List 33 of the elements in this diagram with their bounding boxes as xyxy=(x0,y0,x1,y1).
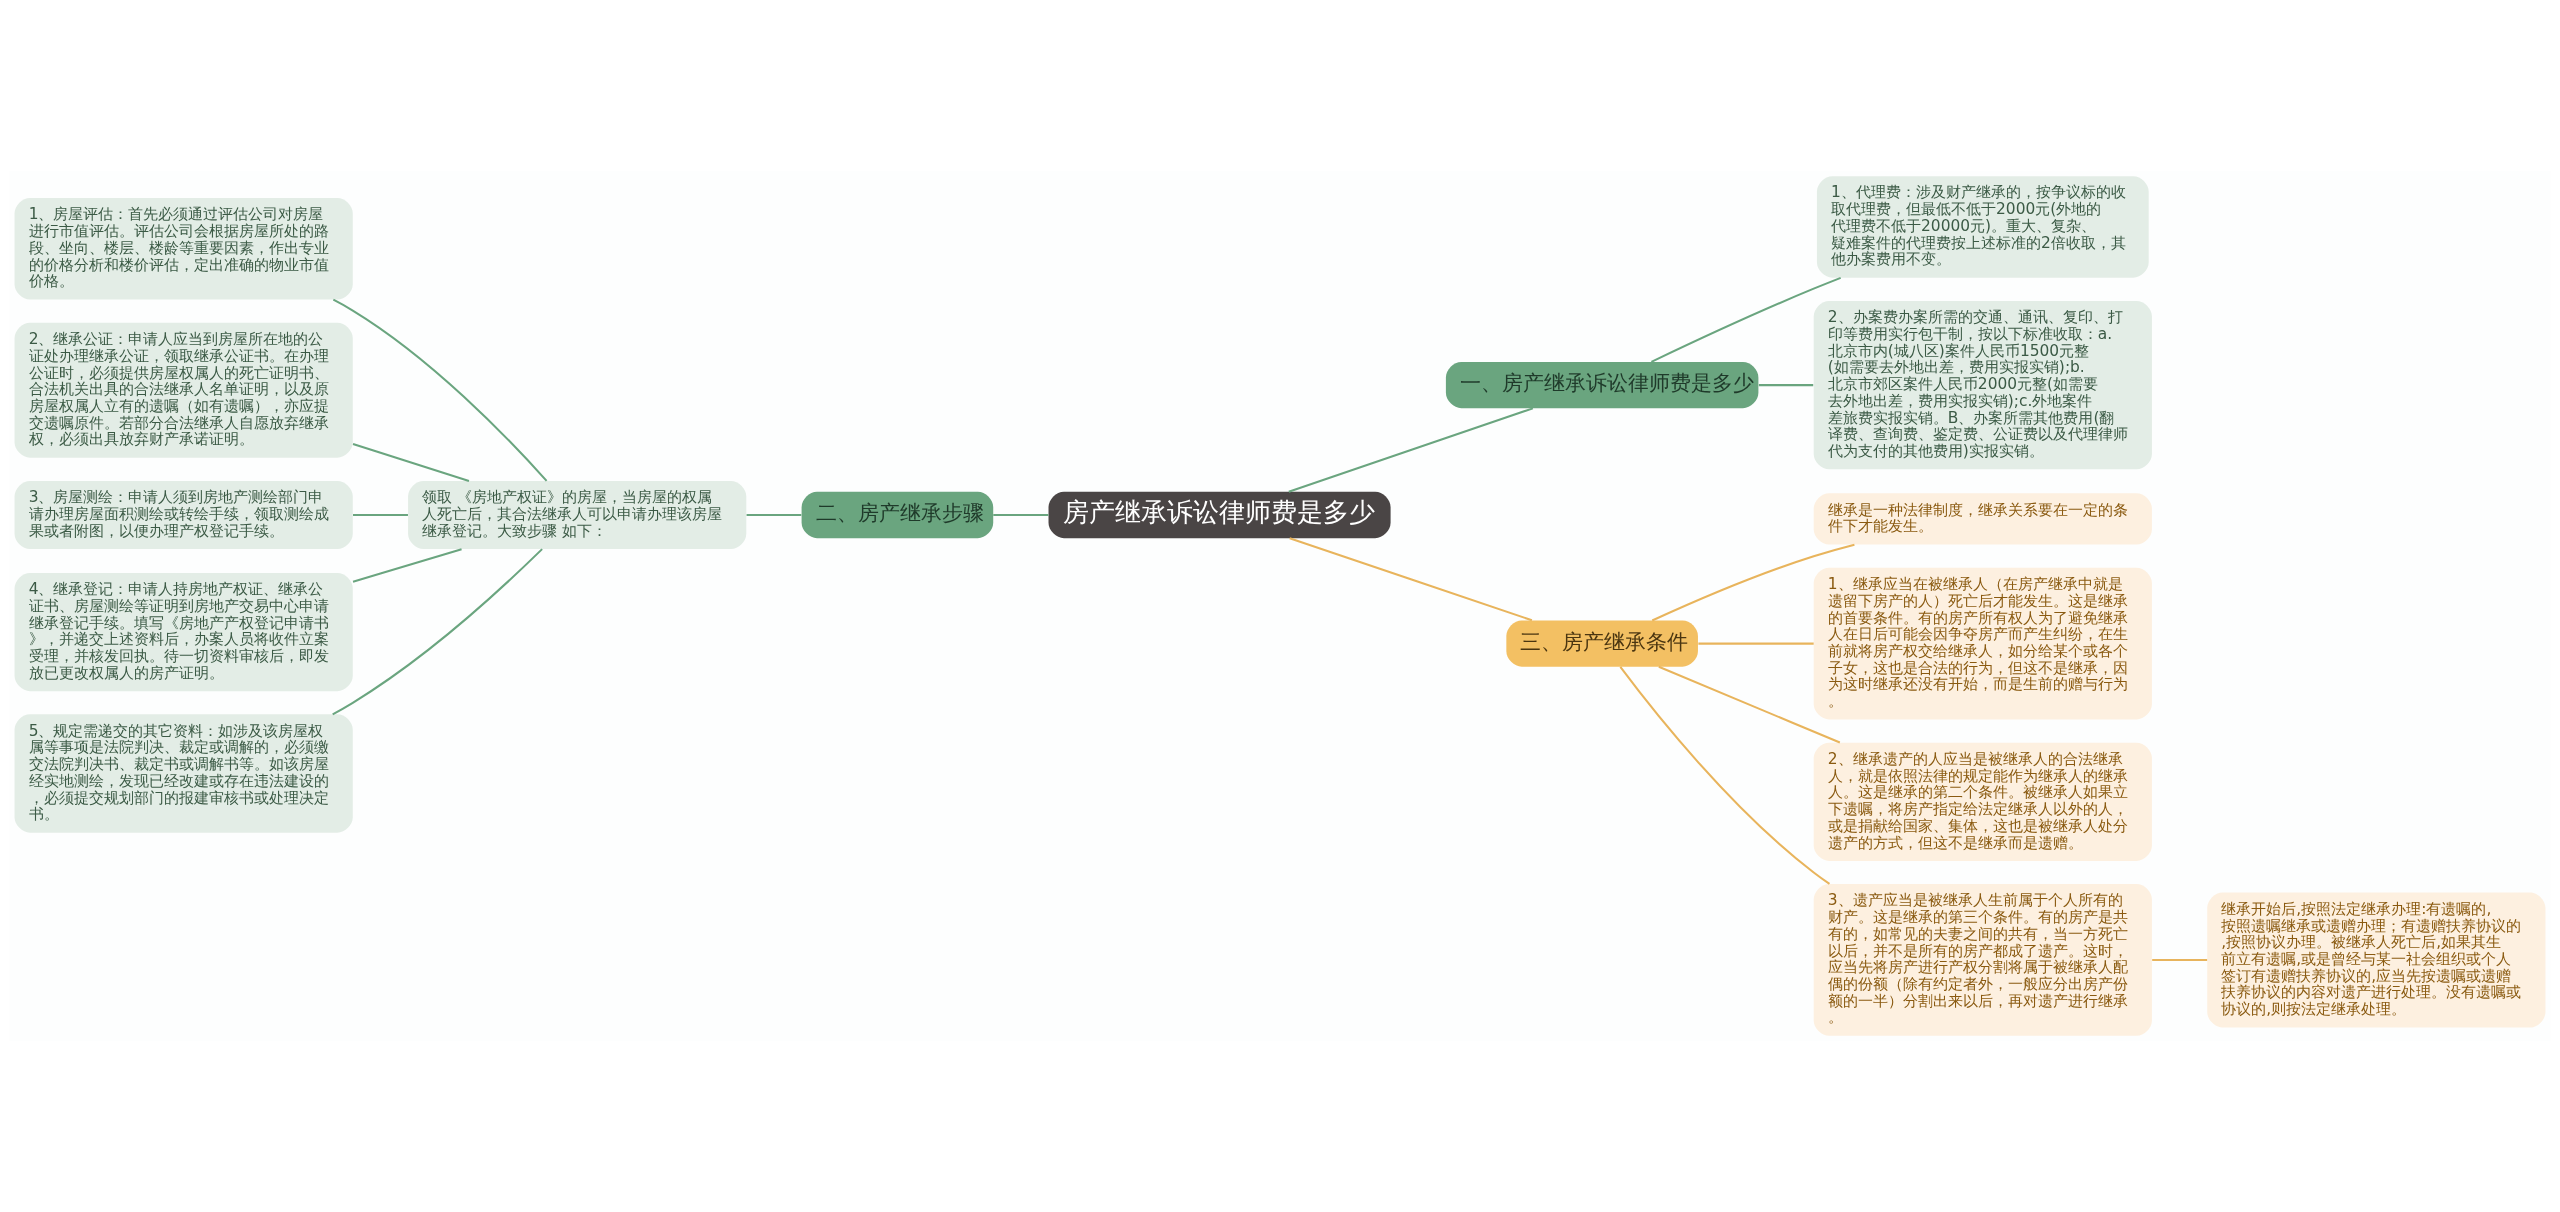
connector xyxy=(1650,276,1842,363)
node-box: 房产继承诉讼律师费是多少 xyxy=(1048,491,1391,539)
node-box: 2、继承遗产的人应当是被继承人的合法继承人，就是依照法律的规定能作为继承人的继承人。这是继承的第二个条件。被继承人如果立下遗嘱，将房产指定给法定继承人以外的人，或是捐献给国家、集体，这也是被继承人处分遗产的方式，但这不是继承而是遗赠。 xyxy=(1813,742,2152,861)
node-box: 领取 《房地产权证》的房屋，当房屋的权属人死亡后，其合法继承人可以申请办理该房屋继承登记。大致步骤 如下： xyxy=(408,480,747,550)
connector xyxy=(1651,543,1855,622)
connector xyxy=(1758,384,1814,387)
connector xyxy=(1619,666,1831,885)
connector xyxy=(1289,537,1533,622)
node-box: 二、房产继承步骤 xyxy=(801,491,994,539)
connector xyxy=(352,548,462,583)
node-box: 继承开始后,按照法定继承办理:有遗嘱的,按照遗嘱继承或遗赠办理；有遗赠扶养协议的,按照协议办理。被继承人死亡后,如果其生前立有遗嘱,或是曾经与某一社会组织或个人签订有遗赠扶养协议的,应当先按遗嘱或遗赠扶养协议的内容对遗产进行处理。没有遗嘱或协议的,则按法定继承处理。 xyxy=(2207,892,2546,1028)
node-box: 5、规定需递交的其它资料：如涉及该房屋权属等事项是法院判决、裁定或调解的，必须缴交法院判决书、裁定书或调解书等。如该房屋经实地测绘，发现已经改建或存在违法建设的，必须提交规划部门的报建审核书或处理决定书。 xyxy=(14,714,353,833)
node-box: 三、房产继承条件 xyxy=(1506,620,1698,667)
connector xyxy=(1288,407,1534,493)
connector xyxy=(746,514,802,517)
connector xyxy=(993,514,1049,517)
connector xyxy=(353,514,408,517)
node-box: 1、房屋评估：首先必须通过评估公司对房屋进行市值评估。评估公司会根据房屋所处的路段、坐向、楼层、楼龄等重要因素，作出专业的价格分析和楼价评估，定出准确的物业市值价格。 xyxy=(14,198,353,300)
node-box: 3、房屋测绘：申请人须到房地产测绘部门申请办理房屋面积测绘或转绘手续，领取测绘成果或者附图，以便办理产权登记手续。 xyxy=(14,480,353,550)
connector xyxy=(1698,642,1814,645)
node-box: 4、继承登记：申请人持房地产权证、继承公证书、房屋测绘等证明到房地产交易中心申请继承登记手续。填写《房地产产权登记申请书》，并递交上述资料后，办案人员将收件立案受理，并核发回执。待一切资料审核后，即发放已更改权属人的房产证明。 xyxy=(14,572,353,692)
node-box: 3、遗产应当是被继承人生前属于个人所有的财产。这是继承的第三个条件。有的房产是共有的，如常见的夫妻之间的共有，当一方死亡以后，并不是所有的房产都成了遗产。这时，应当先将房产进行产权分割将属于被继承人配偶的份额（除有约定者外，一般应分出房产份额的一半）分割出来以后，再对遗产进行继承。 xyxy=(1813,884,2152,1036)
node-box: 1、继承应当在被继承人（在房产继承中就是遗留下房产的人）死亡后才能发生。这是继承的首要条件。有的房产所有权人为了避免继承人在日后可能会因争夺房产而产生纠纷，在生前就将房产权交给继承人，如分给某个或各个子女，这也是合法的行为，但这不是继承，因为这时继承还没有开始，而是生前的赠与行为。 xyxy=(1813,567,2152,720)
node-box: 1、代理费：涉及财产继承的，按争议标的收取代理费，但最低不低于2000元(外地的代理费不低于20000元)。重大、复杂、疑难案件的代理费按上述标准的2倍收取，其他办案费用不变。 xyxy=(1816,176,2149,278)
node-box: 2、继承公证：申请人应当到房屋所在地的公证处办理继承公证，领取继承公证书。在办理公证时，必须提供房屋权属人的死亡证明书、合法机关出具的合法继承人名单证明，以及原房屋权属人立有的遗嘱（如有遗嘱），亦应提交遗嘱原件。若部分合法继承人自愿放弃继承权，必须出具放弃财产承诺证明。 xyxy=(14,322,353,458)
connector xyxy=(352,442,470,482)
node-box: 继承是一种法律制度，继承关系要在一定的条件下才能发生。 xyxy=(1813,493,2152,545)
node-box: 2、办案费办案所需的交通、通讯、复印、打印等费用实行包干制，按以下标准收取：a.北京市内(城八区)案件人民币1500元整(如需要去外地出差，费用实报实销);b.北京市郊区案件人民币2000元整(如需要去外地出差，费用实报实销);c.外地案件差旅费实报实销。B、办案所需其他费用(翻译费、查询费、鉴定费、公证费以及代理律师代为支付的其他费用)实报实销。 xyxy=(1813,300,2152,470)
node-box: 一、房产继承诉讼律师费是多少 xyxy=(1445,362,1759,409)
connector xyxy=(332,548,543,716)
connector xyxy=(1658,665,1841,744)
connector xyxy=(332,298,548,482)
connector xyxy=(2152,958,2208,961)
